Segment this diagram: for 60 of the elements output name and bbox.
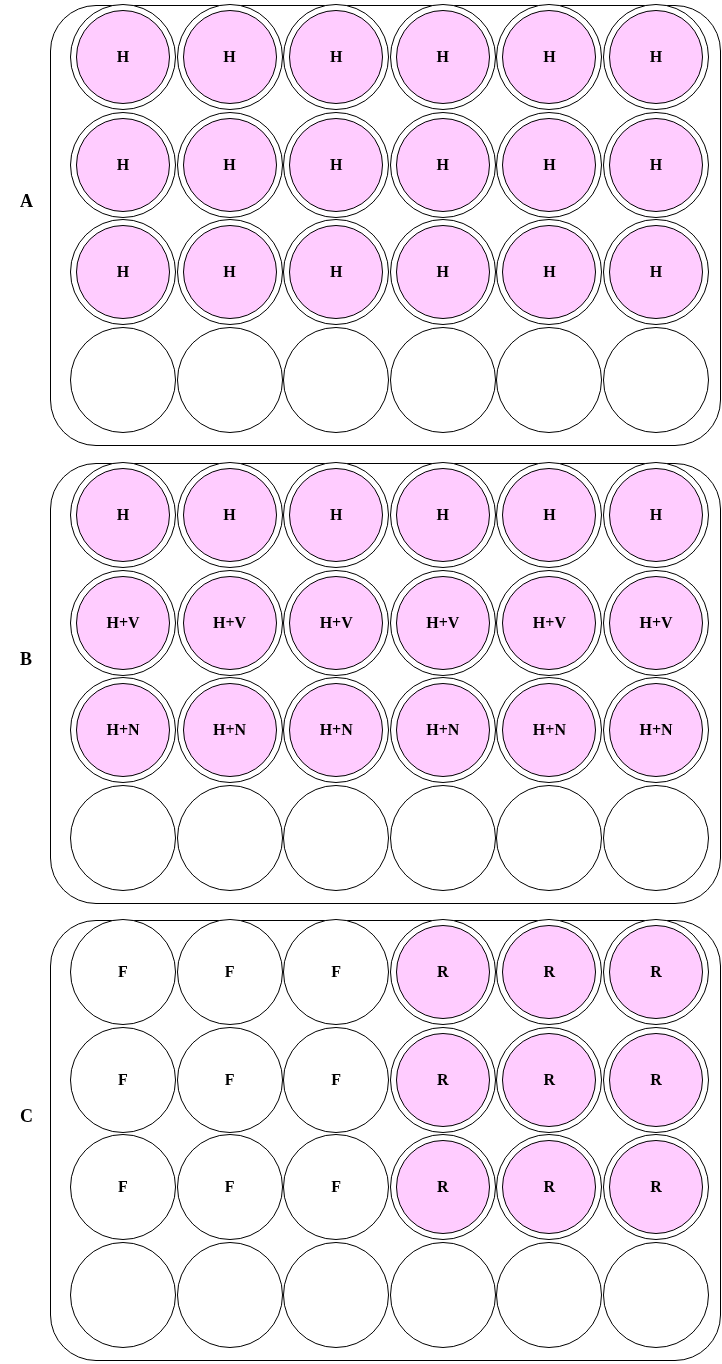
well-label: H+V bbox=[213, 613, 247, 632]
well-label: H+N bbox=[639, 721, 673, 740]
well-label: H+V bbox=[106, 613, 140, 632]
well-label: H bbox=[223, 155, 236, 174]
well-label: F bbox=[224, 1070, 235, 1089]
well-label: H bbox=[329, 48, 343, 66]
well-label: H bbox=[649, 48, 663, 66]
well-label: H bbox=[543, 48, 556, 66]
well-label: H+N bbox=[426, 721, 460, 740]
well-label: H bbox=[116, 506, 130, 524]
well-label: R bbox=[437, 963, 449, 981]
well-label: F bbox=[331, 1178, 342, 1197]
well-label: H bbox=[649, 263, 663, 282]
well-label: F bbox=[331, 1070, 342, 1089]
well-label: H bbox=[543, 155, 556, 174]
well-label: H bbox=[116, 155, 130, 174]
well-label: H bbox=[329, 155, 343, 174]
well-label: R bbox=[650, 963, 662, 981]
well-label: H bbox=[649, 155, 663, 174]
well-label: F bbox=[118, 1070, 128, 1089]
well-label: R bbox=[437, 1178, 449, 1197]
well-label: H+V bbox=[319, 613, 353, 632]
well-label: F bbox=[118, 963, 128, 981]
well-label: H bbox=[436, 155, 449, 174]
well-label: H bbox=[436, 506, 449, 524]
well-label: H bbox=[436, 263, 449, 282]
plate-label: A bbox=[20, 191, 33, 212]
well-label: F bbox=[224, 1178, 235, 1197]
well-label: H+N bbox=[319, 721, 353, 740]
well-label: H bbox=[329, 263, 343, 282]
well-label: H bbox=[116, 263, 130, 282]
well-label: H+N bbox=[213, 721, 247, 740]
well-label: H+N bbox=[106, 721, 140, 740]
well-label: R bbox=[543, 1070, 556, 1089]
well-label: H bbox=[223, 48, 236, 66]
well-label: R bbox=[543, 963, 556, 981]
well-plate bbox=[50, 920, 721, 1361]
well-plate bbox=[50, 5, 721, 446]
well-label: H bbox=[223, 506, 236, 524]
well-label: F bbox=[224, 963, 235, 981]
well-label: H bbox=[223, 263, 236, 282]
well-plate bbox=[50, 463, 721, 904]
well-label: H bbox=[436, 48, 449, 66]
well-label: H+V bbox=[426, 613, 460, 632]
well-label: F bbox=[331, 963, 342, 981]
well-label: H+V bbox=[639, 613, 673, 632]
well-label: R bbox=[543, 1178, 556, 1197]
well-label: H bbox=[543, 506, 556, 524]
well-label: H bbox=[329, 506, 343, 524]
well-label: H+N bbox=[532, 721, 566, 740]
well-label: H bbox=[543, 263, 556, 282]
well-label: F bbox=[118, 1178, 128, 1197]
well-label: H+V bbox=[532, 613, 566, 632]
plate-label: C bbox=[20, 1106, 33, 1127]
well-label: H bbox=[116, 48, 130, 66]
well-label: R bbox=[650, 1178, 662, 1197]
plate-label: B bbox=[20, 649, 32, 670]
well-label: R bbox=[437, 1070, 449, 1089]
well-label: R bbox=[650, 1070, 662, 1089]
well-label: H bbox=[649, 506, 663, 524]
